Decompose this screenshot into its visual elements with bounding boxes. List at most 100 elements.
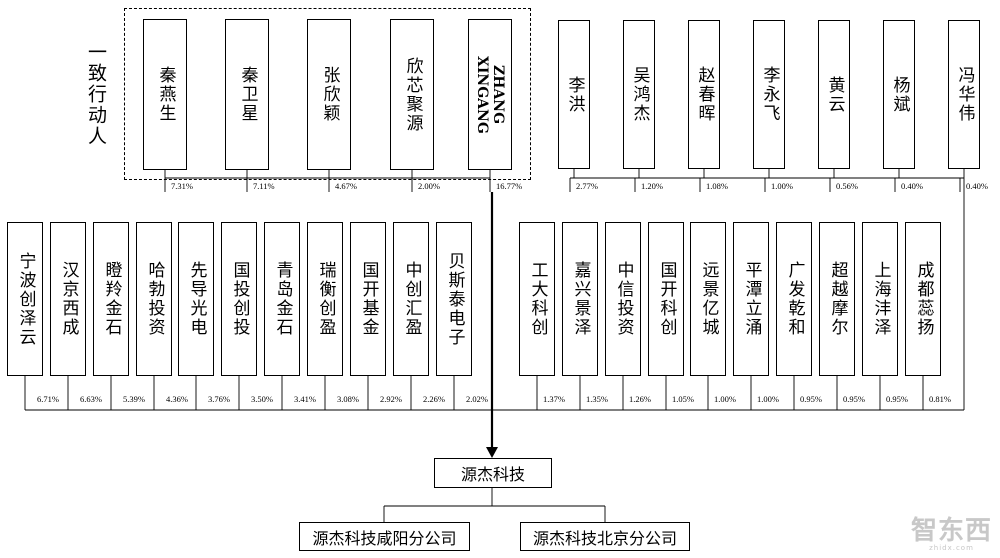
institution-shareholder-node: 中创汇盈 <box>393 222 429 376</box>
ownership-percentage: 0.56% <box>836 181 858 191</box>
individual-shareholder-node: 杨斌 <box>883 20 915 169</box>
ownership-percentage: 16.77% <box>496 181 523 191</box>
ownership-percentage: 1.08% <box>706 181 728 191</box>
shareholder-name: 李洪 <box>564 75 585 114</box>
shareholder-name: 超越摩尔 <box>827 261 848 337</box>
shareholder-name: 中创汇盈 <box>401 261 422 337</box>
institution-shareholder-node: 国开科创 <box>648 222 684 376</box>
shareholder-name: 国投创投 <box>229 261 250 337</box>
shareholder-name: ZHANG XINGANG <box>474 55 507 134</box>
institution-shareholder-node: 贝斯泰电子 <box>436 222 472 376</box>
institution-shareholder-node: 工大科创 <box>519 222 555 376</box>
institution-shareholder-node: 成都蕊扬 <box>905 222 941 376</box>
shareholder-name: 国开科创 <box>656 261 677 337</box>
shareholder-name: 先导光电 <box>186 261 207 337</box>
branch-node-beijing: 源杰科技北京分公司 <box>520 522 690 551</box>
ownership-percentage: 3.50% <box>251 394 273 404</box>
ownership-percentage: 2.77% <box>576 181 598 191</box>
shareholder-name: 冯华伟 <box>954 66 975 123</box>
shareholder-name: 宁波创泽云 <box>15 251 36 347</box>
concert-parties-group <box>124 8 531 180</box>
ownership-percentage: 0.95% <box>800 394 822 404</box>
institution-shareholder-node: 国投创投 <box>221 222 257 376</box>
institution-shareholder-node: 国开基金 <box>350 222 386 376</box>
ownership-percentage: 0.81% <box>929 394 951 404</box>
ownership-percentage: 7.31% <box>171 181 193 191</box>
ownership-percentage: 5.39% <box>123 394 145 404</box>
shareholder-name: 平潭立涌 <box>741 261 762 337</box>
institution-shareholder-node: 超越摩尔 <box>819 222 855 376</box>
watermark-text: 智东西 <box>910 516 992 546</box>
shareholder-name: 嘉兴景泽 <box>570 261 591 337</box>
institution-shareholder-node: 远景亿城 <box>690 222 726 376</box>
ownership-percentage: 1.00% <box>771 181 793 191</box>
shareholder-name: 杨斌 <box>889 75 910 114</box>
institution-shareholder-node: 瞪羚金石 <box>93 222 129 376</box>
ownership-percentage: 1.00% <box>757 394 779 404</box>
individual-shareholder-node: 李永飞 <box>753 20 785 169</box>
institution-shareholder-node: 平潭立涌 <box>733 222 769 376</box>
ownership-percentage: 2.26% <box>423 394 445 404</box>
concert-party-node: ZHANG XINGANG <box>468 19 512 170</box>
concert-party-node: 秦卫星 <box>225 19 269 170</box>
institution-shareholder-node: 嘉兴景泽 <box>562 222 598 376</box>
ownership-percentage: 4.36% <box>166 394 188 404</box>
watermark-url: zhidx.com <box>929 544 974 552</box>
ownership-percentage: 1.26% <box>629 394 651 404</box>
shareholder-name: 黄云 <box>824 75 845 114</box>
watermark-logo: 智东西 zhidx.com <box>911 518 992 552</box>
ownership-percentage: 1.00% <box>714 394 736 404</box>
ownership-percentage: 1.05% <box>672 394 694 404</box>
shareholder-name: 青岛金石 <box>272 261 293 337</box>
ownership-percentage: 0.95% <box>886 394 908 404</box>
arrow-head <box>486 447 498 458</box>
ownership-percentage: 0.95% <box>843 394 865 404</box>
concert-party-node: 张欣颖 <box>307 19 351 170</box>
institution-shareholder-node: 先导光电 <box>178 222 214 376</box>
shareholder-name: 瑞衡创盈 <box>315 261 336 337</box>
ownership-percentage: 2.02% <box>466 394 488 404</box>
shareholder-name: 赵春晖 <box>694 66 715 123</box>
ownership-percentage: 6.63% <box>80 394 102 404</box>
shareholder-name: 秦燕生 <box>155 66 176 123</box>
shareholder-name: 成都蕊扬 <box>913 261 934 337</box>
ownership-percentage: 1.37% <box>543 394 565 404</box>
ownership-percentage: 7.11% <box>253 181 275 191</box>
concert-party-node: 秦燕生 <box>143 19 187 170</box>
ownership-percentage: 3.08% <box>337 394 359 404</box>
individual-shareholder-node: 黄云 <box>818 20 850 169</box>
branch-node-xianyang: 源杰科技咸阳分公司 <box>299 522 470 551</box>
ownership-percentage: 2.00% <box>418 181 440 191</box>
shareholder-name: 瞪羚金石 <box>101 261 122 337</box>
shareholder-name: 贝斯泰电子 <box>444 251 465 347</box>
institution-shareholder-node: 宁波创泽云 <box>7 222 43 376</box>
shareholder-name: 国开基金 <box>358 261 379 337</box>
ownership-percentage: 3.76% <box>208 394 230 404</box>
institution-shareholder-node: 青岛金石 <box>264 222 300 376</box>
shareholder-name: 工大科创 <box>527 261 548 337</box>
institution-shareholder-node: 哈勃投资 <box>136 222 172 376</box>
branch-name: 源杰科技北京分公司 <box>532 528 677 548</box>
institution-shareholder-node: 广发乾和 <box>776 222 812 376</box>
individual-shareholder-node: 赵春晖 <box>688 20 720 169</box>
individual-shareholder-node: 吴鸿杰 <box>623 20 655 169</box>
institution-shareholder-node: 上海沣泽 <box>862 222 898 376</box>
ownership-percentage: 0.40% <box>901 181 923 191</box>
shareholder-name: 李永飞 <box>759 66 780 123</box>
ownership-percentage: 2.92% <box>380 394 402 404</box>
shareholder-name: 张欣颖 <box>319 66 340 123</box>
concert-parties-label: 一致行动人 <box>85 42 107 147</box>
company-name: 源杰科技 <box>460 465 525 484</box>
shareholder-name: 远景亿城 <box>698 261 719 337</box>
institution-shareholder-node: 瑞衡创盈 <box>307 222 343 376</box>
shareholder-name: 秦卫星 <box>237 66 258 123</box>
institution-shareholder-node: 中信投资 <box>605 222 641 376</box>
shareholder-name: 上海沣泽 <box>870 261 891 337</box>
shareholder-name: 哈勃投资 <box>144 261 165 337</box>
shareholder-name: 汉京西成 <box>58 261 79 337</box>
ownership-percentage: 4.67% <box>335 181 357 191</box>
ownership-percentage: 1.35% <box>586 394 608 404</box>
ownership-percentage: 1.20% <box>641 181 663 191</box>
institution-shareholder-node: 汉京西成 <box>50 222 86 376</box>
